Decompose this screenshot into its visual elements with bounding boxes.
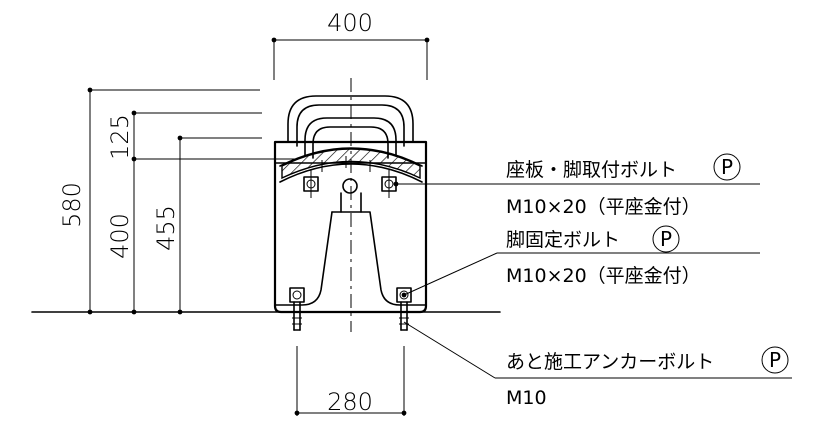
seat-bolt-mark: P bbox=[721, 155, 733, 179]
handle-loops bbox=[287, 95, 414, 159]
leg-bolt-right bbox=[396, 287, 412, 303]
seat-bolt-left bbox=[303, 170, 319, 198]
leg-bolt-spec: M10×20（平座金付） bbox=[506, 265, 701, 287]
leg-bolt-mark-circle bbox=[652, 225, 680, 253]
bottom-width-value: 280 bbox=[327, 388, 373, 416]
seat-bolt-mark-circle bbox=[713, 153, 741, 181]
total-height-value: 580 bbox=[58, 182, 86, 228]
leader-anchor-bolt bbox=[403, 321, 792, 379]
leg-bolt-label: 脚固定ボルト bbox=[506, 229, 620, 251]
anchor-spec: M10 bbox=[506, 387, 547, 409]
vertical-dimensions: 580 125 400 455 bbox=[58, 87, 296, 315]
leader-seat-bolt bbox=[393, 181, 760, 187]
anchor-mark-circle bbox=[761, 346, 789, 374]
top-width-dimension: 400 bbox=[271, 9, 430, 80]
height-455-value: 455 bbox=[152, 205, 180, 251]
seat-bolt-spec: M10×20（平座金付） bbox=[506, 196, 701, 218]
bottom-width-dimension: 280 bbox=[294, 346, 407, 416]
callout-leg-bolt: 脚固定ボルト P M10×20（平座金付） bbox=[506, 225, 701, 287]
anchor-mark: P bbox=[769, 348, 781, 372]
leg-bolt-left bbox=[289, 287, 305, 303]
seat-bolt-label: 座板・脚取付ボルト bbox=[506, 159, 677, 181]
leg-bolt-mark: P bbox=[660, 227, 672, 251]
anchor-bolt-right bbox=[399, 301, 409, 331]
anchor-bolt-left bbox=[292, 301, 302, 331]
top-width-value: 400 bbox=[327, 9, 373, 37]
seat-plate bbox=[279, 147, 423, 183]
anchor-label: あと施工アンカーボルト bbox=[506, 351, 714, 373]
center-hole bbox=[342, 178, 358, 194]
callout-anchor-bolt: あと施工アンカーボルト P M10 bbox=[506, 346, 789, 409]
callout-seat-bolt: 座板・脚取付ボルト P M10×20（平座金付） bbox=[506, 153, 741, 218]
height-400-value: 400 bbox=[106, 213, 134, 259]
leader-leg-bolt bbox=[401, 252, 760, 298]
height-125-value: 125 bbox=[106, 114, 134, 160]
